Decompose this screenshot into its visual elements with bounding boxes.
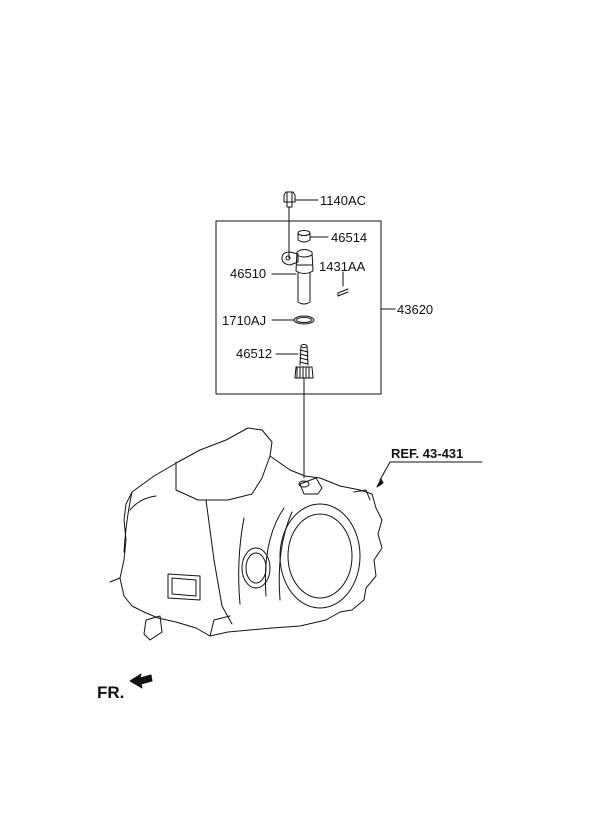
transmission-case xyxy=(109,427,383,641)
pin-1431aa xyxy=(337,271,349,297)
assembly-box xyxy=(215,220,382,395)
label-46512: 46512 xyxy=(236,346,273,361)
label-1710aj: 1710AJ xyxy=(222,313,267,328)
oring-1710aj xyxy=(271,315,315,325)
label-43620: 43620 xyxy=(397,302,434,317)
ref-leader xyxy=(376,461,483,488)
fr-arrow-icon xyxy=(129,673,153,689)
label-1431aa: 1431AA xyxy=(319,259,366,274)
ref-label: REF. 43-431 xyxy=(391,446,464,461)
sensor-46510 xyxy=(271,249,314,305)
bolt-1140ac xyxy=(283,191,319,259)
gear-46512 xyxy=(275,344,314,379)
label-1140ac: 1140AC xyxy=(320,193,367,208)
fr-label: FR. xyxy=(97,683,125,702)
label-46510: 46510 xyxy=(230,266,267,281)
cap-46514 xyxy=(297,230,329,243)
label-46514: 46514 xyxy=(331,230,368,245)
